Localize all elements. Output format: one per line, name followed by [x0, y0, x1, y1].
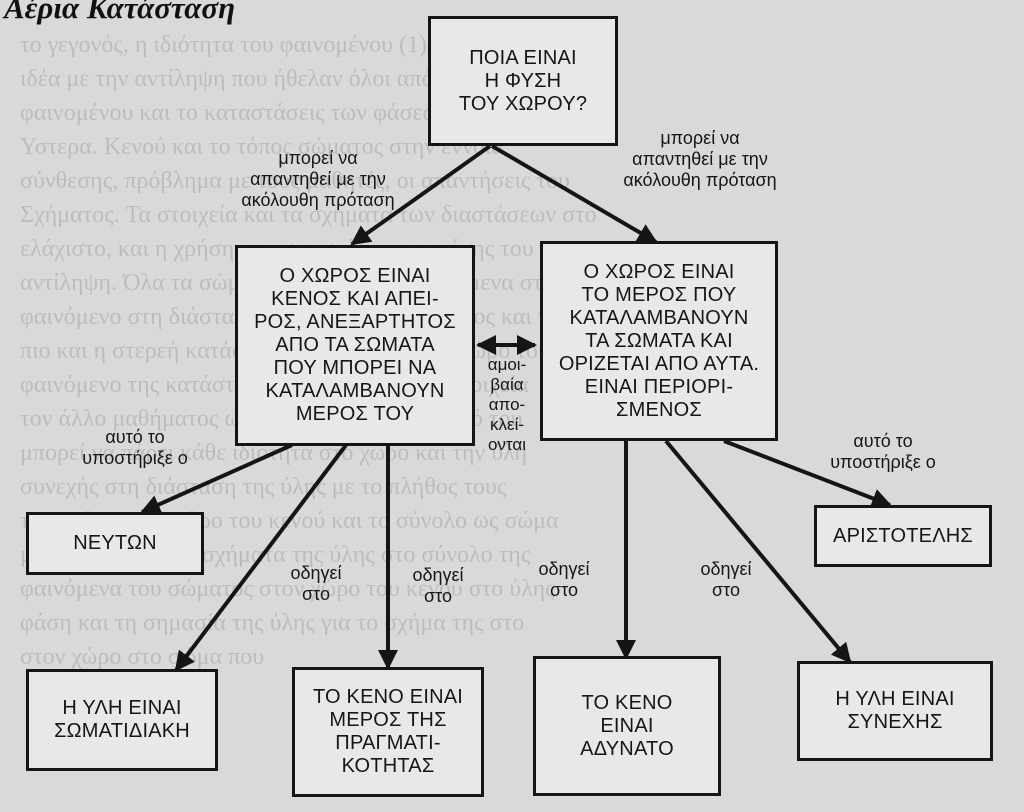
text-line: ΚΟΤΗΤΑΣ: [341, 755, 435, 777]
text-line: ΚΕΝΟΣ ΚΑΙ ΑΠΕΙ-: [271, 288, 439, 310]
text-line: αυτό το: [853, 431, 913, 451]
text-line: ονται: [487, 435, 527, 454]
text-line: Η ΥΛΗ ΕΙΝΑΙ: [835, 688, 955, 710]
arrow-void-to-newton: [140, 443, 293, 514]
text-line: ΤΟΥ ΧΩΡΟΥ?: [458, 92, 588, 115]
text-line: ΣΜΕΝΟΣ: [616, 398, 702, 421]
text-line: απαντηθεί με την: [250, 169, 386, 189]
text-line: ΡΟΣ, ΑΝΕΞΑΡΤΗΤΟΣ: [254, 311, 456, 333]
text-line: οδηγεί: [538, 559, 590, 579]
text-line: στο: [550, 580, 578, 600]
text-line: βαία: [490, 375, 524, 394]
text-line: ΤΟ ΚΕΝΟ ΕΙΝΑΙ: [312, 686, 464, 708]
background-text-line: φαινόμενα του σώματος στον χώρο του κενο…: [20, 576, 555, 602]
text-line: Η ΦΥΣΗ: [484, 69, 562, 92]
text-line: ΤΑ ΣΩΜΑΤΑ ΚΑΙ: [585, 329, 733, 352]
text-line: οδηγεί: [412, 565, 464, 585]
text-line: απο-: [488, 395, 526, 414]
text-line: κλεί-: [489, 415, 525, 434]
text-line: Ο ΧΩΡΟΣ ΕΙΝΑΙ: [279, 265, 431, 287]
background-text-line: σύνθεσης, πρόβλημα με τους μαθητές, οι α…: [20, 168, 570, 194]
background-text-line: το γεγονός, η ιδιότητα του φαινομένου (1…: [20, 32, 483, 58]
background-text-line: φάση και τη σημασία της ύλης για το σχήμ…: [20, 610, 525, 636]
box-newton: ΝΕΥΤΩΝ: [26, 512, 204, 575]
text-line: ΕΙΝΑΙ: [600, 714, 654, 737]
text-line: ΑΡΙΣΤΟΤΕΛΗΣ: [833, 524, 973, 547]
arrow-place-to-matter-continuous: [664, 439, 852, 664]
background-text-line: συνεχής στη διάσταση της ύλης με το πλήθ…: [20, 474, 507, 500]
text-line: υποστήριξε ο: [830, 452, 936, 472]
background-text-line: Σχήματος. Τα στοιχεία και τα σχήματα των…: [20, 202, 597, 228]
text-line: ΑΔΥΝΑΤΟ: [580, 737, 674, 760]
text-line: ΚΑΤΑΛΑΜΒΑΝΟΥΝ: [265, 380, 445, 402]
arrow-question-to-place: [490, 144, 658, 244]
text-line: υποστήριξε ο: [82, 448, 188, 468]
text-line: μπορεί να: [278, 148, 358, 168]
text-line: ΠΟΙΑ ΕΙΝΑΙ: [469, 46, 577, 69]
text-line: ακόλουθη πρόταση: [623, 170, 777, 190]
text-line: ΜΕΡΟΣ ΤΟΥ: [295, 403, 415, 425]
arrow-place-to-aristotle: [723, 439, 892, 508]
box-aristotle: ΑΡΙΣΤΟΤΕΛΗΣ: [814, 505, 992, 567]
text-line: ΟΡΙΖΕΤΑΙ ΑΠΟ ΑΥΤΑ.: [558, 352, 760, 375]
text-line: ΚΑΤΑΛΑΜΒΑΝΟΥΝ: [569, 306, 749, 329]
text-line: ΣΩΜΑΤΙΔΙΑΚΗ: [54, 720, 190, 742]
background-text-line: στον χώρο στο σώμα που: [20, 644, 265, 670]
page-heading: Αέρια Κατάσταση: [4, 0, 236, 25]
text-line: ΤΟ ΜΕΡΟΣ ΠΟΥ: [581, 283, 737, 306]
text-line: ΕΙΝΑΙ ΠΕΡΙΟΡΙ-: [584, 375, 734, 398]
text-line: στο: [712, 580, 740, 600]
text-line: Η ΥΛΗ ΕΙΝΑΙ: [62, 697, 182, 719]
arrow-question-to-void: [350, 144, 492, 246]
text-line: ΤΟ ΚΕΝΟ: [581, 691, 673, 714]
text-line: ακόλουθη πρόταση: [241, 190, 395, 210]
text-line: ΝΕΥΤΩΝ: [73, 532, 157, 554]
text-line: οδηγεί: [700, 559, 752, 579]
text-line: οδηγεί: [290, 563, 342, 583]
text-line: ΜΕΡΟΣ ΤΗΣ: [329, 709, 447, 731]
text-line: μπορεί να: [660, 128, 740, 148]
text-line: αυτό το: [105, 427, 165, 447]
text-line: αμοι-: [487, 355, 527, 374]
arrow-void-to-matter-atomic: [174, 443, 348, 672]
text-line: στο: [424, 586, 452, 606]
text-line: στο: [302, 584, 330, 604]
text-line: Ο ΧΩΡΟΣ ΕΙΝΑΙ: [583, 260, 735, 283]
text-line: απαντηθεί με την: [632, 149, 768, 169]
background-text-line: Υστερα. Κενού και το τόπος σώματος στην …: [20, 134, 504, 160]
text-line: ΑΠΟ ΤΑ ΣΩΜΑΤΑ: [275, 334, 435, 356]
text-line: ΠΟΥ ΜΠΟΡΕΙ ΝΑ: [273, 357, 437, 379]
text-line: ΣΥΝΕΧΗΣ: [847, 711, 943, 733]
text-line: ΠΡΑΓΜΑΤΙ-: [335, 732, 441, 754]
